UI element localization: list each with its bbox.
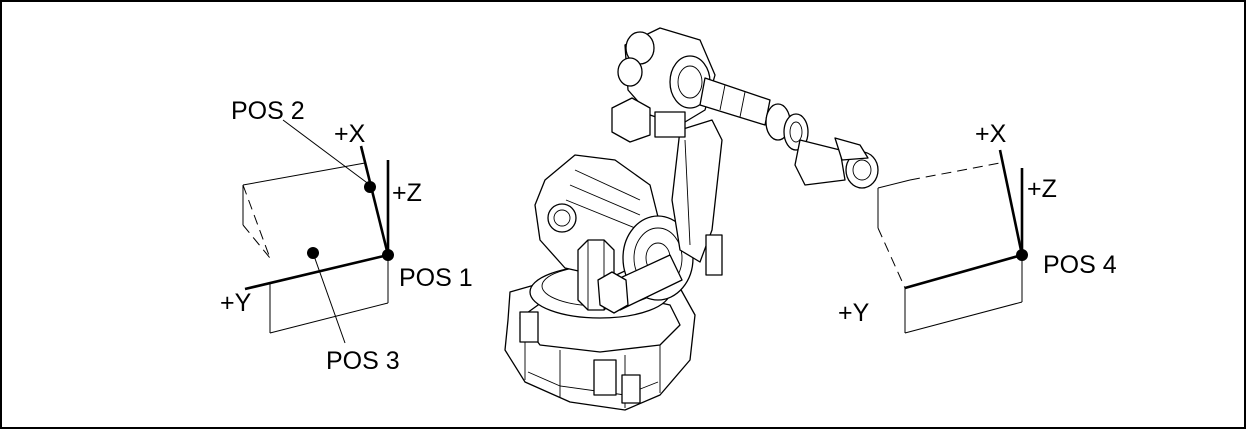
left-y-axis-label: +Y <box>220 289 252 317</box>
pos-3-point <box>307 247 319 259</box>
right-x-axis-label: +X <box>975 120 1007 148</box>
left-coordinate-box <box>242 119 394 344</box>
right-coordinate-box <box>877 149 1028 334</box>
right-y-axis-label: +Y <box>838 299 870 327</box>
pos-4-point <box>1016 249 1028 261</box>
left-x-axis-label: +X <box>334 120 366 148</box>
left-z-axis-label: +Z <box>392 179 422 207</box>
pos-2-label: POS 2 <box>231 97 305 125</box>
pos-2-point <box>364 181 376 193</box>
pos-4-label: POS 4 <box>1043 251 1117 279</box>
right-z-axis-label: +Z <box>1027 175 1057 203</box>
robot-arm-illustration <box>504 27 879 411</box>
pos-3-label: POS 3 <box>326 347 400 375</box>
pos-1-point <box>382 249 394 261</box>
pos-1-label: POS 1 <box>399 264 473 292</box>
